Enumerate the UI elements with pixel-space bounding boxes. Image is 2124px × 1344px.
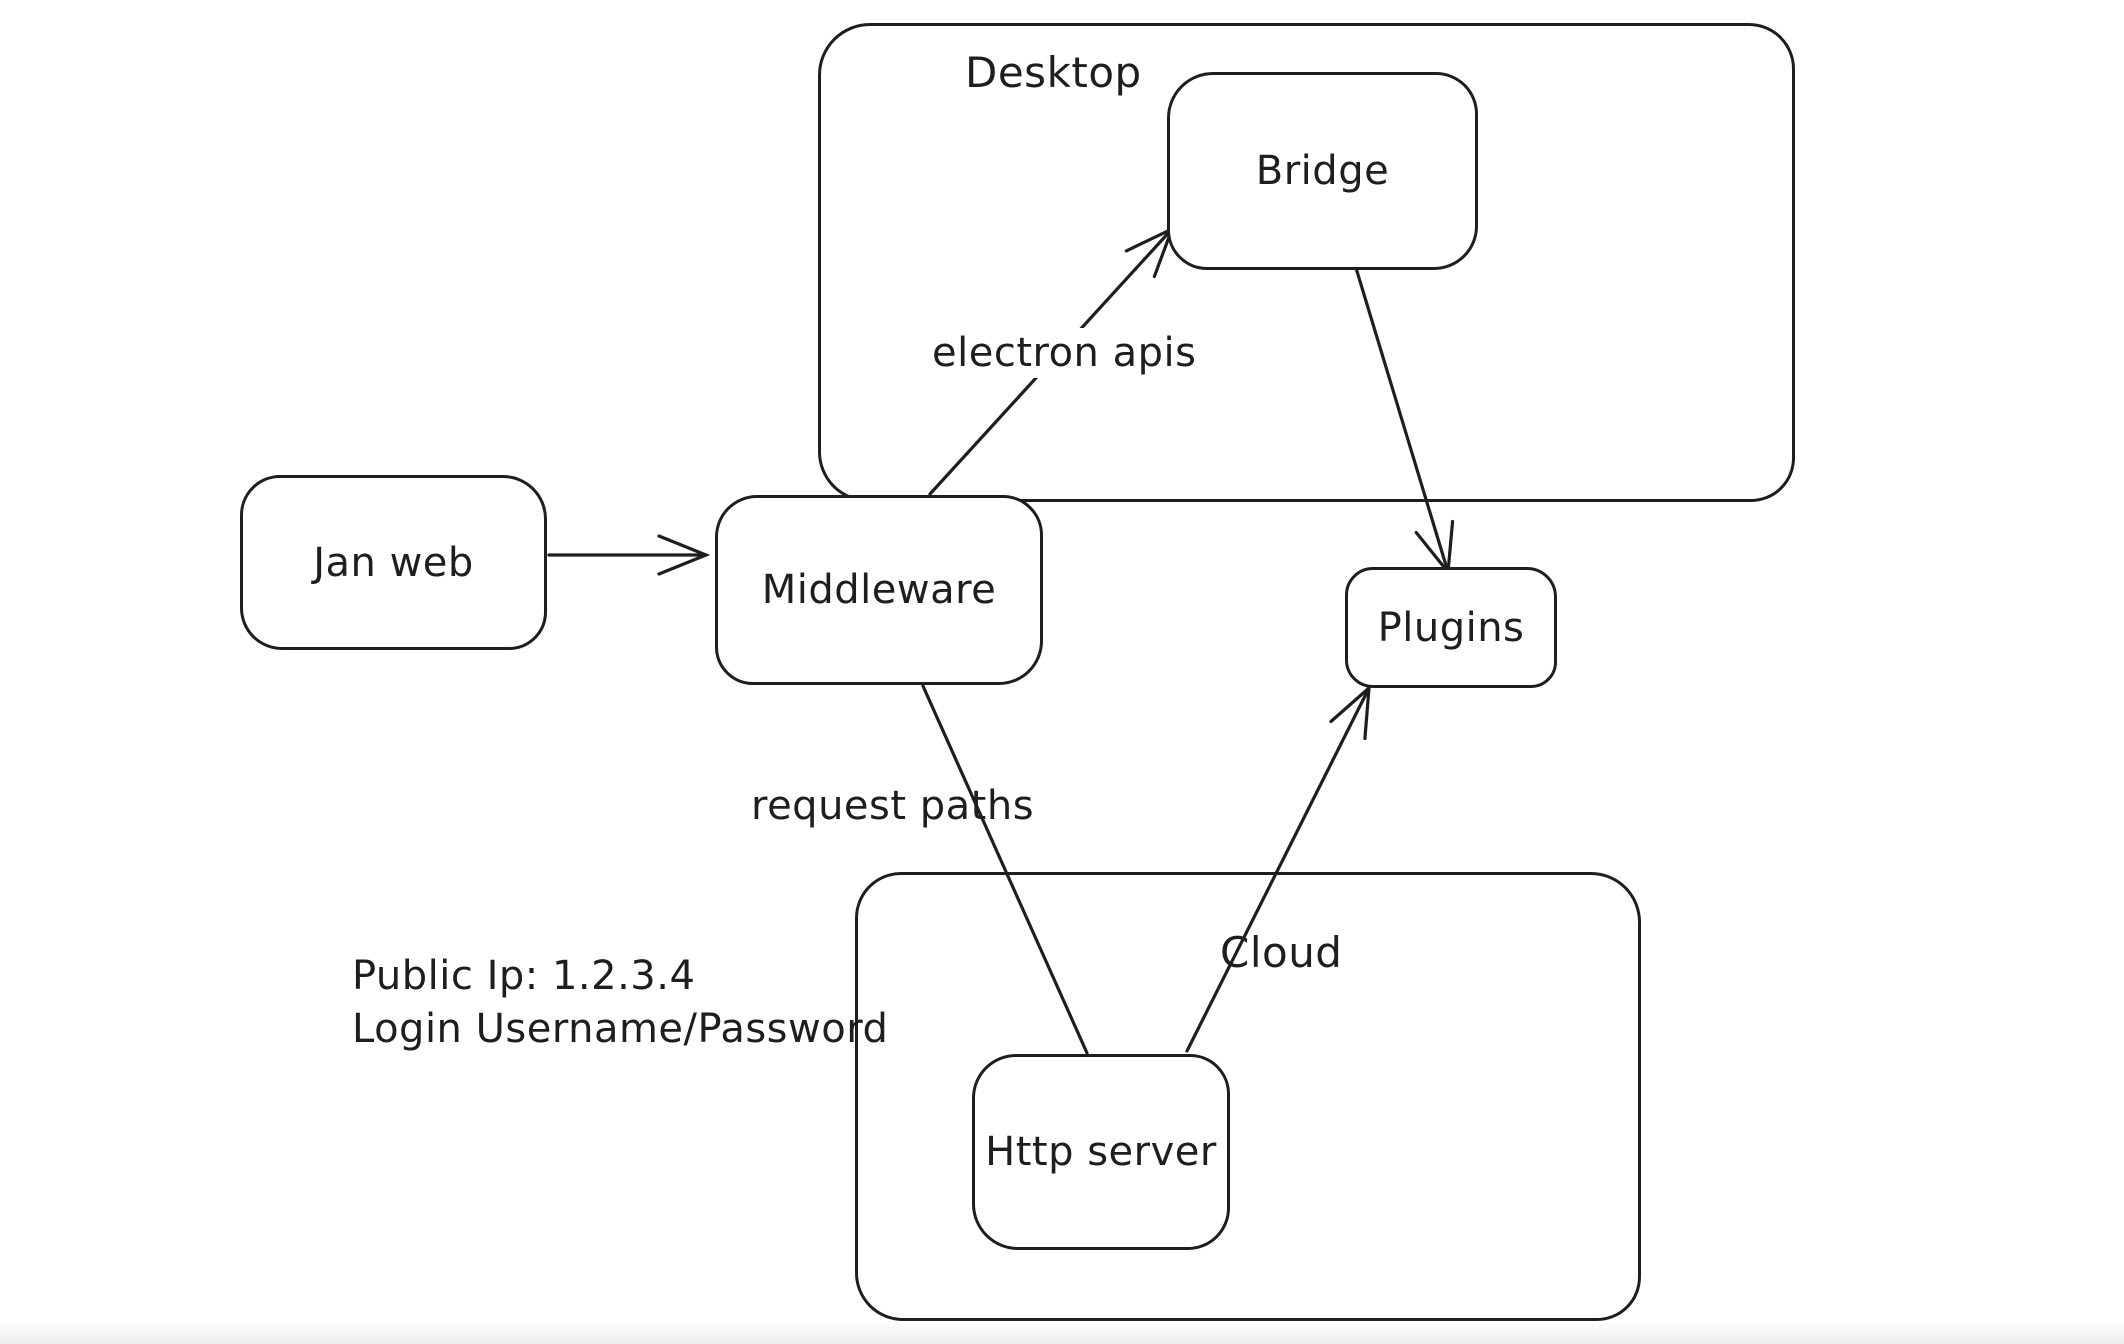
node-plugins[interactable]: Plugins <box>1345 567 1557 688</box>
node-jan-web[interactable]: Jan web <box>240 475 547 650</box>
annotation-line-login: Login Username/Password <box>352 1006 889 1052</box>
node-plugins-label: Plugins <box>1377 604 1525 651</box>
edge-label-electron-apis[interactable]: electron apis <box>926 328 1203 378</box>
desktop-container[interactable] <box>818 23 1795 502</box>
line-middleware-to-httpserver[interactable] <box>921 684 1089 1055</box>
node-middleware-label: Middleware <box>761 567 997 613</box>
desktop-container-label[interactable]: Desktop <box>965 48 1142 97</box>
node-jan-web-label: Jan web <box>313 539 474 586</box>
node-http-server[interactable]: Http server <box>972 1054 1230 1250</box>
annotation-note[interactable]: Public Ip: 1.2.3.4 Login Username/Passwo… <box>352 950 888 1056</box>
annotation-line-public-ip: Public Ip: 1.2.3.4 <box>352 953 696 999</box>
node-middleware[interactable]: Middleware <box>715 495 1043 685</box>
cloud-container[interactable] <box>855 872 1641 1321</box>
edge-label-request-paths[interactable]: request paths <box>751 783 1035 829</box>
node-bridge-label: Bridge <box>1255 148 1390 194</box>
node-http-server-label: Http server <box>985 1129 1217 1175</box>
arrow-bridge-to-plugins[interactable] <box>1354 266 1455 577</box>
node-bridge[interactable]: Bridge <box>1167 72 1478 270</box>
arrow-httpserver-to-plugins[interactable] <box>1185 684 1371 1053</box>
cloud-container-label[interactable]: Cloud <box>1220 928 1343 977</box>
